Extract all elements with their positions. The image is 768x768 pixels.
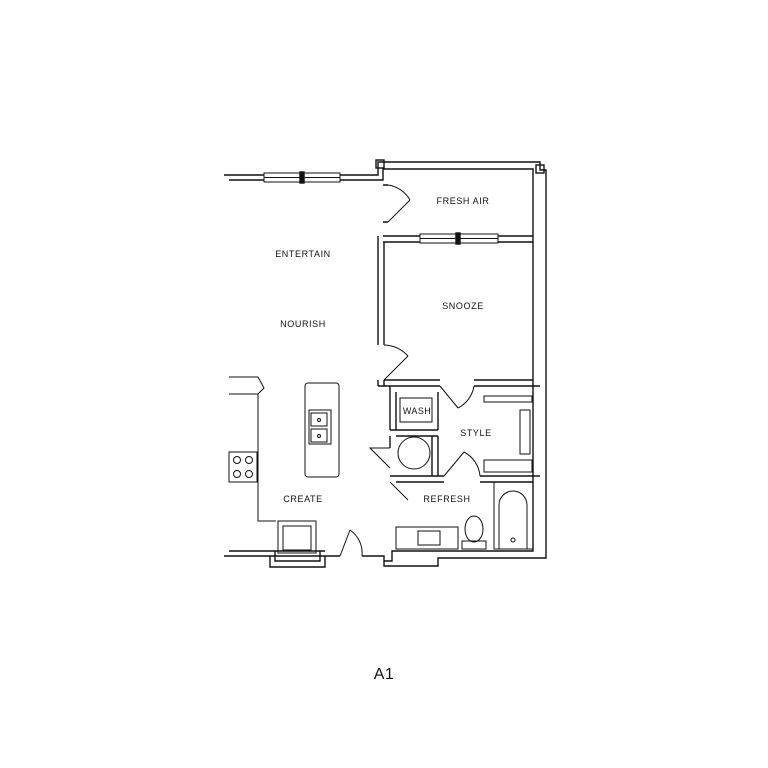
bathroom-fixtures <box>395 481 534 550</box>
kitchen-island <box>304 382 340 478</box>
range-icon <box>228 451 258 483</box>
unit-name-label: A1 <box>373 666 395 683</box>
toilet-icon <box>464 515 484 543</box>
exterior-walls <box>224 159 547 568</box>
room-labels: FRESH AIR ENTERTAIN SNOOZE NOURISH WASH … <box>275 196 492 504</box>
room-label-nourish: NOURISH <box>280 319 326 329</box>
room-label-snooze: SNOOZE <box>442 301 484 311</box>
room-label-create: CREATE <box>283 494 322 504</box>
bathtub-icon <box>493 481 534 550</box>
fridge-icon <box>277 520 317 554</box>
room-label-entertain: ENTERTAIN <box>275 249 331 259</box>
room-label-refresh: REFRESH <box>423 494 470 504</box>
interior-walls <box>339 184 540 557</box>
room-label-fresh-air: FRESH AIR <box>437 196 490 206</box>
kitchen-fixtures <box>228 376 340 554</box>
sink-icon <box>308 409 332 445</box>
vanity-icon <box>395 526 459 550</box>
room-label-wash: WASH <box>403 406 431 416</box>
room-label-style: STYLE <box>460 428 492 438</box>
